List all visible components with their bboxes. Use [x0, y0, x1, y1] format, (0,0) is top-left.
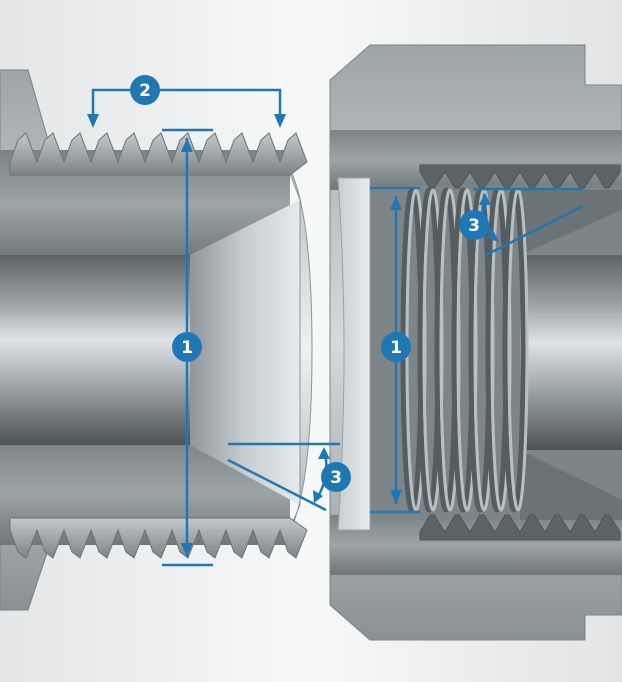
female-through-bore — [520, 255, 622, 450]
callout-circle — [321, 462, 351, 492]
arrowhead — [318, 447, 330, 459]
callout-female-flank-angle: 3 — [459, 210, 489, 240]
female-lower-chamfer — [520, 450, 622, 520]
callout-female-diameter: 1 — [381, 332, 411, 362]
female-front-face — [337, 177, 371, 531]
callout-number: 3 — [468, 216, 480, 236]
arrowhead — [479, 193, 491, 205]
male-lower-threads — [9, 517, 308, 559]
callout-circle — [459, 210, 489, 240]
callout-male-diameter: 1 — [172, 332, 202, 362]
male-cone-seat — [190, 200, 300, 505]
arrowhead — [486, 230, 499, 242]
arrowhead — [181, 138, 193, 152]
callout-number: 3 — [330, 468, 342, 488]
callout-male-flank-angle: 3 — [321, 462, 351, 492]
arrowhead — [274, 114, 286, 128]
callout-number: 1 — [390, 338, 402, 358]
female-port — [329, 44, 622, 641]
callout-thread-pitch: 2 — [130, 75, 160, 105]
callout-number: 2 — [139, 81, 151, 101]
callout-circle — [172, 332, 202, 362]
arrowhead — [390, 196, 402, 210]
arrowhead — [87, 114, 99, 128]
arrowhead — [390, 490, 402, 504]
pitch-bracket — [91, 88, 282, 122]
male-angle-flank-line — [227, 458, 327, 512]
male-fitting — [0, 69, 313, 611]
female-upper-chamfer — [520, 190, 622, 255]
arrowhead — [313, 490, 323, 503]
callout-circle — [130, 75, 160, 105]
female-angle-flank-line — [485, 204, 584, 257]
arrowhead — [181, 543, 193, 557]
callout-number: 1 — [181, 338, 193, 358]
male-upper-threads — [9, 132, 308, 176]
callout-circle — [381, 332, 411, 362]
arrowheads — [87, 114, 499, 557]
female-lower-thread-crests — [419, 514, 621, 541]
